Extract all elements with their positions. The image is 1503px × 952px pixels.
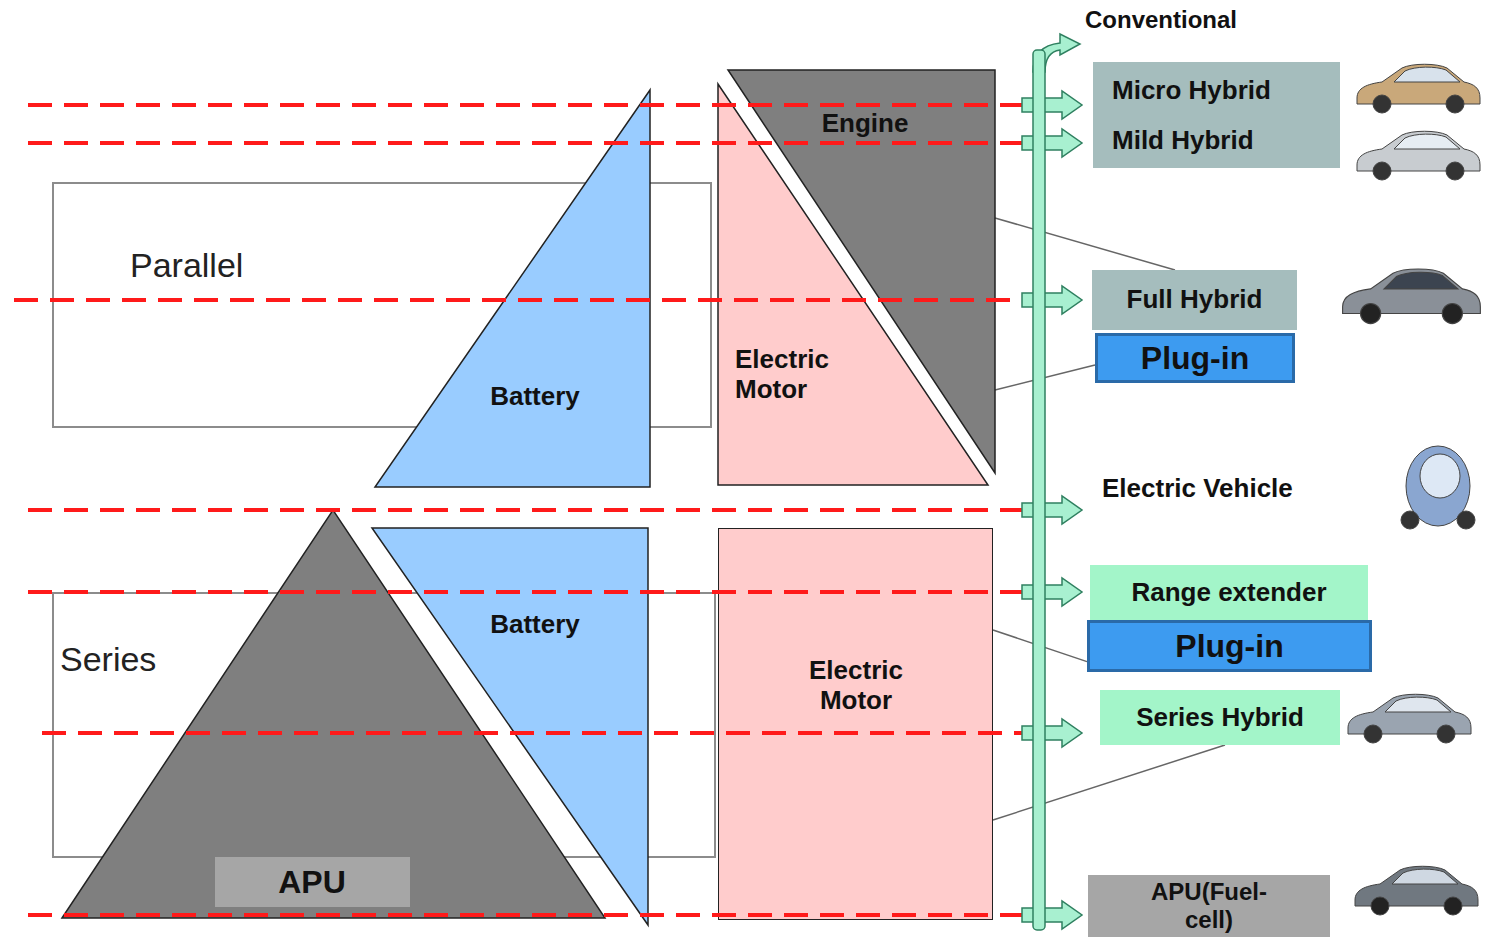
shape-fill [372,528,648,925]
category-label: Conventional [1085,6,1237,34]
category-box: APU(Fuel-cell) [1088,875,1330,937]
motor-triangle: Electric Motor [718,70,995,485]
node-label: Full Hybrid [1127,285,1263,315]
motor-box: Electric Motor [718,528,993,920]
leader-connector [993,745,1225,820]
text-anchor: Electric Motor [786,656,926,716]
green-arrows [1022,34,1082,930]
node-label: Series [60,640,156,679]
text-anchor: Plug-in [1141,340,1249,377]
node-label: Electric Motor [786,656,926,716]
shape-outline [372,528,648,925]
battery-triangle: Battery [372,528,648,925]
text-anchor: Electric Vehicle [1102,474,1293,504]
text-anchor: Micro Hybrid [1112,76,1271,106]
node-label: Parallel [130,246,243,285]
node-label: APU(Fuel-cell) [1134,878,1284,933]
category-box: Full Hybrid [1092,270,1297,330]
node-label: Engine [822,109,909,139]
text-anchor: Battery [490,382,580,412]
shape-outline [375,90,650,487]
text-anchor: Full Hybrid [1127,285,1263,315]
plugin-box: Plug-in [1087,620,1372,672]
text-anchor: Battery [490,610,580,640]
leader-connector [995,218,1175,270]
text-anchor: Parallel [130,246,243,285]
node-label: Mild Hybrid [1112,126,1254,156]
text-anchor: Range extender [1131,578,1326,608]
red-dashed-lines [14,105,1078,915]
shape-outline [718,70,995,485]
node-label: Micro Hybrid [1112,76,1271,106]
text-anchor: APU(Fuel-cell) [1134,878,1284,933]
battery-triangle: Battery [375,90,650,487]
text-anchor: Conventional [1085,6,1237,34]
car-pictures [1343,64,1481,915]
text-anchor: Series Hybrid [1136,703,1304,733]
category-box: Micro HybridMild Hybrid [1093,62,1340,168]
category-label: Electric Vehicle [1102,474,1293,504]
text-anchor: Mild Hybrid [1112,126,1254,156]
text-anchor: Electric Motor [735,345,865,405]
node-label: Electric Motor [735,345,865,405]
text-anchor: APU [278,864,346,901]
node-label: APU [278,864,346,901]
text-anchor: Engine [822,109,909,139]
node-label: Range extender [1131,578,1326,608]
label-patch [215,857,410,907]
node-label: Battery [490,382,580,412]
node-label: Plug-in [1175,628,1283,665]
node-label: Series Hybrid [1136,703,1304,733]
text-anchor: Series [60,640,156,679]
node-label: Battery [490,610,580,640]
text-anchor: Plug-in [1175,628,1283,665]
plugin-box: Plug-in [1095,333,1295,383]
category-box: Series Hybrid [1100,690,1340,745]
node-label: Plug-in [1141,340,1249,377]
category-box: Range extender [1090,565,1368,620]
shape-fill [375,90,650,487]
